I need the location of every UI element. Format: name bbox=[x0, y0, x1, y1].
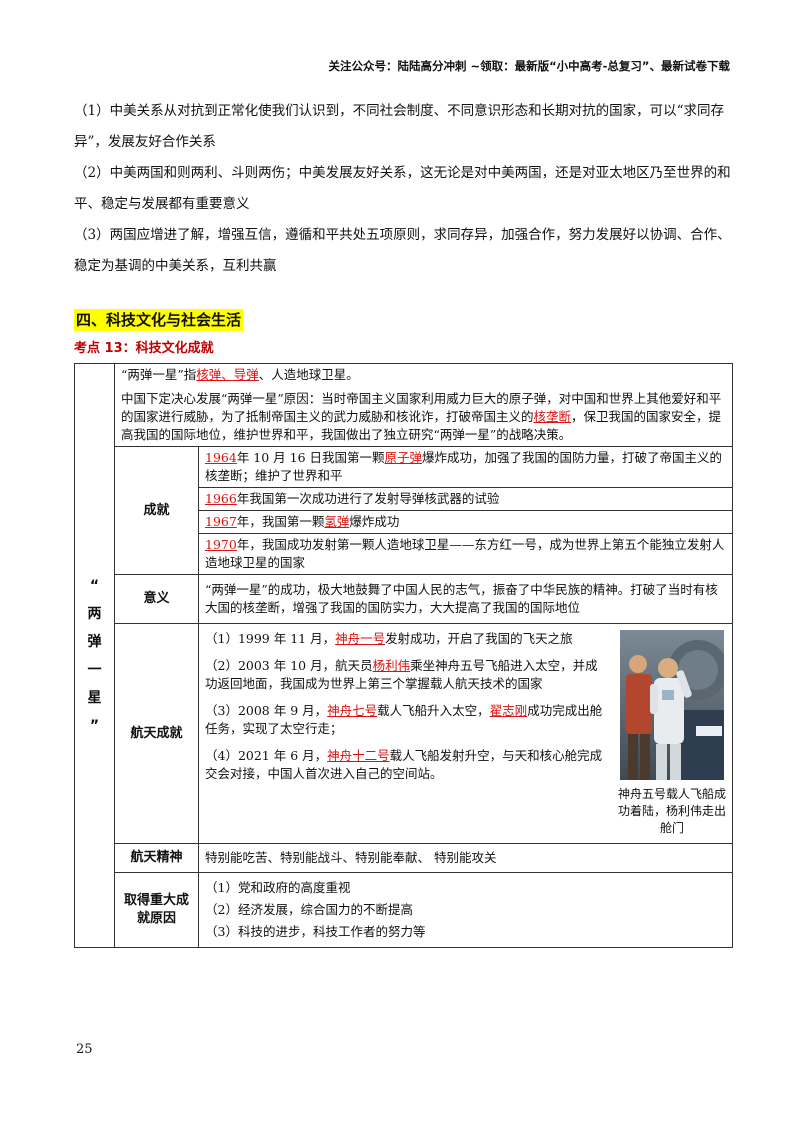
achievement-year: 1966 bbox=[205, 491, 237, 506]
achievement-text: 年我国第一次成功进行了发射导弹核武器的试验 bbox=[236, 491, 500, 506]
achievement-row: 1970年，我国成功发射第一颗人造地球卫星——东方红一号，成为世界上第五个能独立… bbox=[75, 533, 733, 575]
achievement-text: 年，我国成功发射第一颗人造地球卫星——东方红一号，成为世界上第五个能独立发射人造… bbox=[205, 537, 725, 570]
space-text: （4）2021 年 6 月， bbox=[205, 748, 328, 763]
achievement-item: 1966年我国第一次成功进行了发射导弹核武器的试验 bbox=[198, 487, 733, 511]
achievement-row: 1967年，我国第一颗氢弹爆炸成功 bbox=[75, 510, 733, 534]
intro-paragraph-2: （2）中美两国和则两利、斗则两伤；中美发展友好关系，这无论是对中美两国，还是对亚… bbox=[74, 165, 731, 212]
side-char: 一 bbox=[87, 661, 102, 678]
achievement-item: 1970年，我国成功发射第一颗人造地球卫星——东方红一号，成为世界上第五个能独立… bbox=[198, 533, 733, 575]
causes-row: 取得重大成就原因 （1）党和政府的高度重视 （2）经济发展，综合国力的不断提高 … bbox=[75, 872, 733, 948]
kaodian-title: 考点 13：科技文化成就 bbox=[74, 341, 214, 356]
reason-text: 中国下定决心发展“两弹一星”原因：当时帝国主义国家利用威力巨大的原子弹，对中国和… bbox=[121, 390, 726, 444]
space-keyword: 杨利伟 bbox=[372, 658, 411, 673]
achievement-keyword: 氢弹 bbox=[324, 514, 350, 529]
achievement-text: 爆炸成功，加强了我国的国防力量，打破了帝国主义的核垄断；维护了世界和平 bbox=[205, 450, 723, 483]
achievement-year: 1964 bbox=[205, 450, 237, 465]
space-cell: （1）1999 年 11 月，神舟一号发射成功，开启了我国的飞天之旅 （2）20… bbox=[198, 623, 733, 844]
meaning-text: “两弹一星”的成功，极大地鼓舞了中国人民的志气，振奋了中华民族的精神。打破了当时… bbox=[198, 574, 733, 624]
side-char: 两 bbox=[87, 605, 102, 622]
space-keyword: 神舟十二号 bbox=[327, 748, 390, 763]
causes-cell: （1）党和政府的高度重视 （2）经济发展，综合国力的不断提高 （3）科技的进步，… bbox=[198, 872, 733, 948]
side-char: 星 bbox=[87, 689, 102, 706]
space-keyword: 神舟一号 bbox=[335, 631, 386, 646]
knowledge-table: “ 两 弹 一 星 ” “两弹一星”指核弹、导弹、人造地球卫星。 中国下定决心发… bbox=[74, 363, 733, 948]
definition-text: “两弹一星”指核弹、导弹、人造地球卫星。 bbox=[121, 366, 726, 384]
space-item: （4）2021 年 6 月，神舟十二号载人飞船发射升空，与天和核心舱完成交会对接… bbox=[205, 747, 608, 783]
page-number: 25 bbox=[76, 1042, 93, 1057]
meaning-label: 意义 bbox=[114, 574, 199, 624]
space-item: （3）2008 年 9 月，神舟七号载人飞船升入太空，翟志刚成功完成出舱任务，实… bbox=[205, 702, 608, 738]
achievement-year: 1970 bbox=[205, 537, 237, 552]
cause-item: （2）经济发展，综合国力的不断提高 bbox=[205, 902, 413, 917]
definition-cell: “两弹一星”指核弹、导弹、人造地球卫星。 中国下定决心发展“两弹一星”原因：当时… bbox=[114, 363, 733, 447]
photo-caption: 神舟五号载人飞船成功着陆，杨利伟走出舱门 bbox=[618, 787, 727, 835]
achievement-keyword: 原子弹 bbox=[384, 450, 423, 465]
section-title: 四、科技文化与社会生活 bbox=[74, 309, 244, 331]
achievement-text: 年 10 月 16 日我国第一颗 bbox=[236, 450, 385, 465]
header-note: 关注公众号：陆陆高分冲刺 ~领取：最新版“小中高考-总复习”、最新试卷下载 bbox=[328, 59, 730, 73]
space-item: （1）1999 年 11 月，神舟一号发射成功，开启了我国的飞天之旅 bbox=[205, 630, 608, 648]
side-label: “ 两 弹 一 星 ” bbox=[74, 363, 115, 948]
space-text: （1）1999 年 11 月， bbox=[205, 631, 336, 646]
space-text: 载人飞船升入太空， bbox=[377, 703, 490, 718]
definition-text-b: 、人造地球卫星。 bbox=[258, 367, 359, 382]
achievement-row: 1966年我国第一次成功进行了发射导弹核武器的试验 bbox=[75, 487, 733, 511]
intro-paragraph-3: （3）两国应增进了解，增强互信，遵循和平共处五项原则，求同存异，加强合作，努力发… bbox=[74, 227, 731, 274]
side-char: 弹 bbox=[87, 633, 102, 650]
definition-keyword: 核弹、导弹 bbox=[196, 367, 259, 382]
space-label: 航天成就 bbox=[114, 623, 199, 844]
space-text: 发射成功，开启了我国的飞天之旅 bbox=[385, 631, 573, 646]
achievement-label: 成就 bbox=[114, 446, 199, 575]
achievement-item: 1967年，我国第一颗氢弹爆炸成功 bbox=[198, 510, 733, 534]
space-text: 载人飞船发射升空，与天和核心舱完成交会对接，中国人首次进入自己的空间站。 bbox=[205, 748, 603, 781]
space-text: 乘坐神舟五号飞船进入太空，并成功返回地面，我国成为世界上第三个掌握载人航天技术的… bbox=[205, 658, 598, 691]
achievement-item: 1964年 10 月 16 日我国第一颗原子弹爆炸成功，加强了我国的国防力量，打… bbox=[198, 446, 733, 488]
definition-text-a: “两弹一星”指 bbox=[121, 367, 197, 382]
achievement-text: 年，我国第一颗 bbox=[236, 514, 325, 529]
reason-text-b: ，保卫我国的国家安全，提高我国的国际地位，维护世界和平，我国做出了独立研究“两弹… bbox=[121, 409, 722, 442]
spirit-text: 特别能吃苦、特别能战斗、特别能奉献、 特别能攻关 bbox=[198, 843, 733, 873]
definition-row: “ 两 弹 一 星 ” “两弹一星”指核弹、导弹、人造地球卫星。 中国下定决心发… bbox=[74, 363, 733, 948]
reason-keyword: 核垄断 bbox=[533, 409, 572, 424]
reason-text-a: 中国下定决心发展“两弹一星”原因：当时帝国主义国家利用威力巨大的原子弹，对中国和… bbox=[121, 391, 722, 424]
space-keyword: 翟志刚 bbox=[489, 703, 528, 718]
meaning-row: 意义 “两弹一星”的成功，极大地鼓舞了中国人民的志气，振奋了中华民族的精神。打破… bbox=[75, 574, 733, 624]
achievement-row: 成就 1964年 10 月 16 日我国第一颗原子弹爆炸成功，加强了我国的国防力… bbox=[75, 446, 733, 575]
space-item: （2）2003 年 10 月，航天员杨利伟乘坐神舟五号飞船进入太空，并成功返回地… bbox=[205, 657, 608, 693]
space-text: 成功完成出舱任务，实现了太空行走； bbox=[205, 703, 603, 736]
space-row: 航天成就 （1）1999 年 11 月，神舟一号发射成功，开启了我国的飞天之旅 … bbox=[75, 623, 733, 844]
achievement-year: 1967 bbox=[205, 514, 237, 529]
cause-item: （1）党和政府的高度重视 bbox=[205, 880, 351, 895]
photo-column: 神舟五号载人飞船成功着陆，杨利伟走出舱门 bbox=[618, 630, 726, 837]
achievement-text: 爆炸成功 bbox=[349, 514, 400, 529]
intro-block: （1）中美关系从对抗到正常化使我们认识到，不同社会制度、不同意识形态和长期对抗的… bbox=[74, 96, 734, 282]
spirit-row: 航天精神 特别能吃苦、特别能战斗、特别能奉献、 特别能攻关 bbox=[75, 843, 733, 873]
space-text: （3）2008 年 9 月， bbox=[205, 703, 328, 718]
intro-paragraph-1: （1）中美关系从对抗到正常化使我们认识到，不同社会制度、不同意识形态和长期对抗的… bbox=[74, 103, 724, 150]
causes-label: 取得重大成就原因 bbox=[114, 872, 199, 948]
spirit-label: 航天精神 bbox=[114, 843, 199, 873]
cause-item: （3）科技的进步，科技工作者的努力等 bbox=[205, 924, 426, 939]
space-text: （2）2003 年 10 月，航天员 bbox=[205, 658, 373, 673]
side-char: ” bbox=[89, 717, 100, 734]
astronaut-photo bbox=[620, 630, 724, 780]
side-char: “ bbox=[89, 577, 100, 594]
space-keyword: 神舟七号 bbox=[327, 703, 378, 718]
